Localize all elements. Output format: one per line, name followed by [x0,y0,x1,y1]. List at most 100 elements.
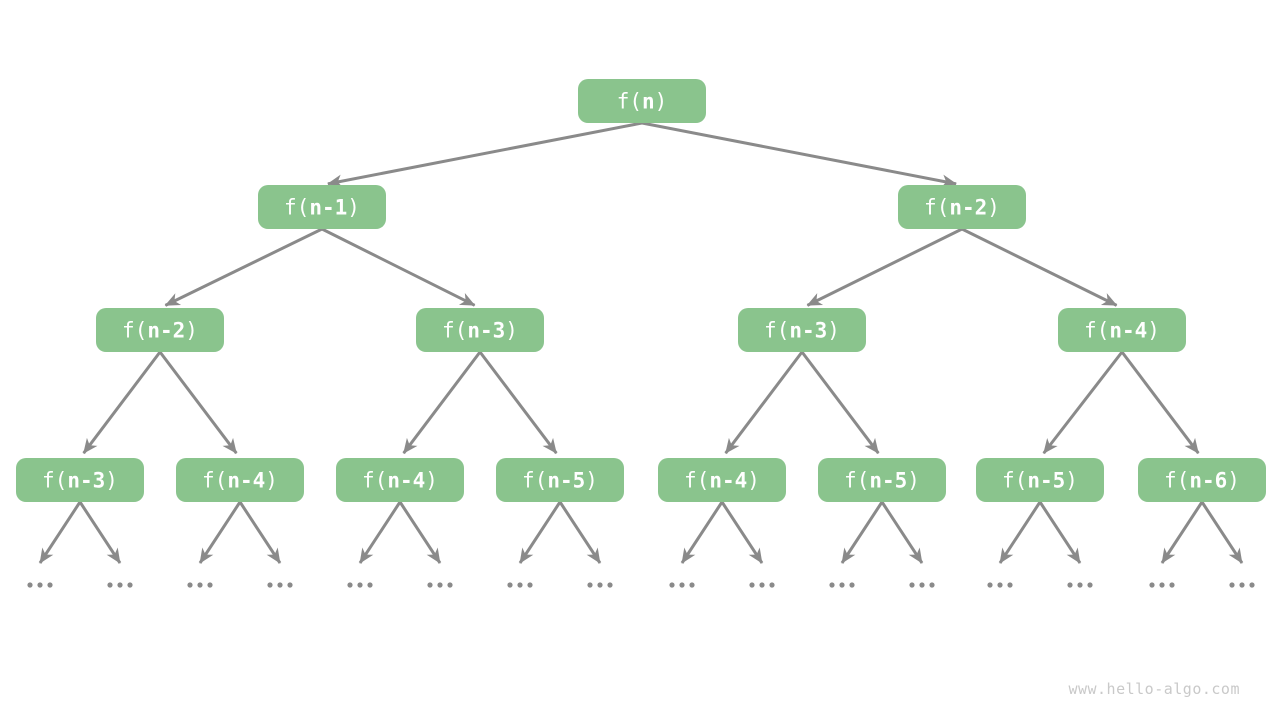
ellipsis-dot [987,582,993,588]
tree-node: f(n-2) [898,185,1026,229]
ellipsis-dot [197,582,203,588]
node-box [416,308,544,352]
tree-node: f(n) [578,79,706,123]
edge-arrow [880,501,924,564]
tree-node: f(n-5) [976,458,1104,502]
edge-arrow [398,501,442,564]
ellipsis-dot [769,582,775,588]
ellipsis-dot [527,582,533,588]
edge-arrow [961,227,1118,307]
node-label: f(n-3) [442,319,518,343]
tree-node: f(n-4) [1058,308,1186,352]
edge-arrow [998,501,1042,564]
edge-arrow [478,351,558,455]
node-box [658,458,786,502]
node-label: f(n-4) [1084,319,1160,343]
node-box [578,79,706,123]
node-box [96,308,224,352]
edge-arrow [840,501,884,564]
node-label: f(n-5) [522,469,598,493]
ellipsis-dot [27,582,33,588]
edge-arrow [806,227,963,307]
ellipsis [27,582,53,588]
edge-arrow [1042,351,1124,455]
tree-node: f(n-4) [658,458,786,502]
ellipsis-dot [1067,582,1073,588]
node-label: f(n-5) [1002,469,1078,493]
node-box [1138,458,1266,502]
ellipsis [749,582,775,588]
edge-arrow [1200,501,1244,564]
node-box [898,185,1026,229]
ellipsis [187,582,213,588]
node-box [738,308,866,352]
node-box [258,185,386,229]
ellipsis [347,582,373,588]
ellipsis [107,582,133,588]
edge-arrow [82,351,162,455]
ellipsis-dot [207,582,213,588]
ellipsis-dot [287,582,293,588]
ellipsis-dot [679,582,685,588]
ellipsis-dot [839,582,845,588]
ellipsis-dot [1087,582,1093,588]
edge-arrow [402,351,482,455]
ellipsis-dot [1169,582,1175,588]
edge-arrow [720,501,764,564]
ellipsis-dot [749,582,755,588]
ellipsis [1149,582,1175,588]
tree-node: f(n-2) [96,308,224,352]
ellipsis-dot [447,582,453,588]
ellipsis [669,582,695,588]
ellipsis-dot [507,582,513,588]
ellipsis-dot [849,582,855,588]
node-label: f(n-6) [1164,469,1240,493]
ellipsis [987,582,1013,588]
ellipsis-dot [597,582,603,588]
tree-node: f(n-4) [336,458,464,502]
ellipsis-dot [909,582,915,588]
tree-node: f(n-5) [496,458,624,502]
ellipsis-dot [437,582,443,588]
node-label: f(n-4) [684,469,760,493]
node-box [1058,308,1186,352]
node-label: f(n-3) [42,469,118,493]
edge-arrow [800,351,880,455]
ellipsis-dot [1007,582,1013,588]
ellipsis-dot [1249,582,1255,588]
ellipsis-dot [1159,582,1165,588]
ellipsis [587,582,613,588]
node-label: f(n-5) [844,469,920,493]
edge-arrow [518,501,562,564]
node-box [176,458,304,502]
ellipsis-dot [267,582,273,588]
tree-node: f(n-6) [1138,458,1266,502]
ellipsis-dot [689,582,695,588]
ellipsis-dot [1077,582,1083,588]
ellipsis [507,582,533,588]
tree-node: f(n-3) [738,308,866,352]
ellipsis-dot [829,582,835,588]
edge-arrow [198,501,242,564]
ellipsis-dot [427,582,433,588]
ellipsis [909,582,935,588]
ellipsis-dot [587,582,593,588]
ellipsis [267,582,293,588]
edge-arrow [1160,501,1204,564]
tree-node: f(n-5) [818,458,946,502]
edge-arrow [1120,351,1200,455]
node-box [976,458,1104,502]
ellipsis-dot [929,582,935,588]
ellipsis-dot [607,582,613,588]
edge-arrow [724,351,804,455]
node-box [16,458,144,502]
ellipsis-dot [117,582,123,588]
node-label: f(n-1) [284,196,360,220]
ellipsis-dot [997,582,1003,588]
node-label: f(n-2) [924,196,1000,220]
edge-arrow [641,121,957,188]
node-box [336,458,464,502]
edge-arrow [1038,501,1082,564]
edge-arrow [38,501,82,564]
edge-arrow [164,227,323,307]
